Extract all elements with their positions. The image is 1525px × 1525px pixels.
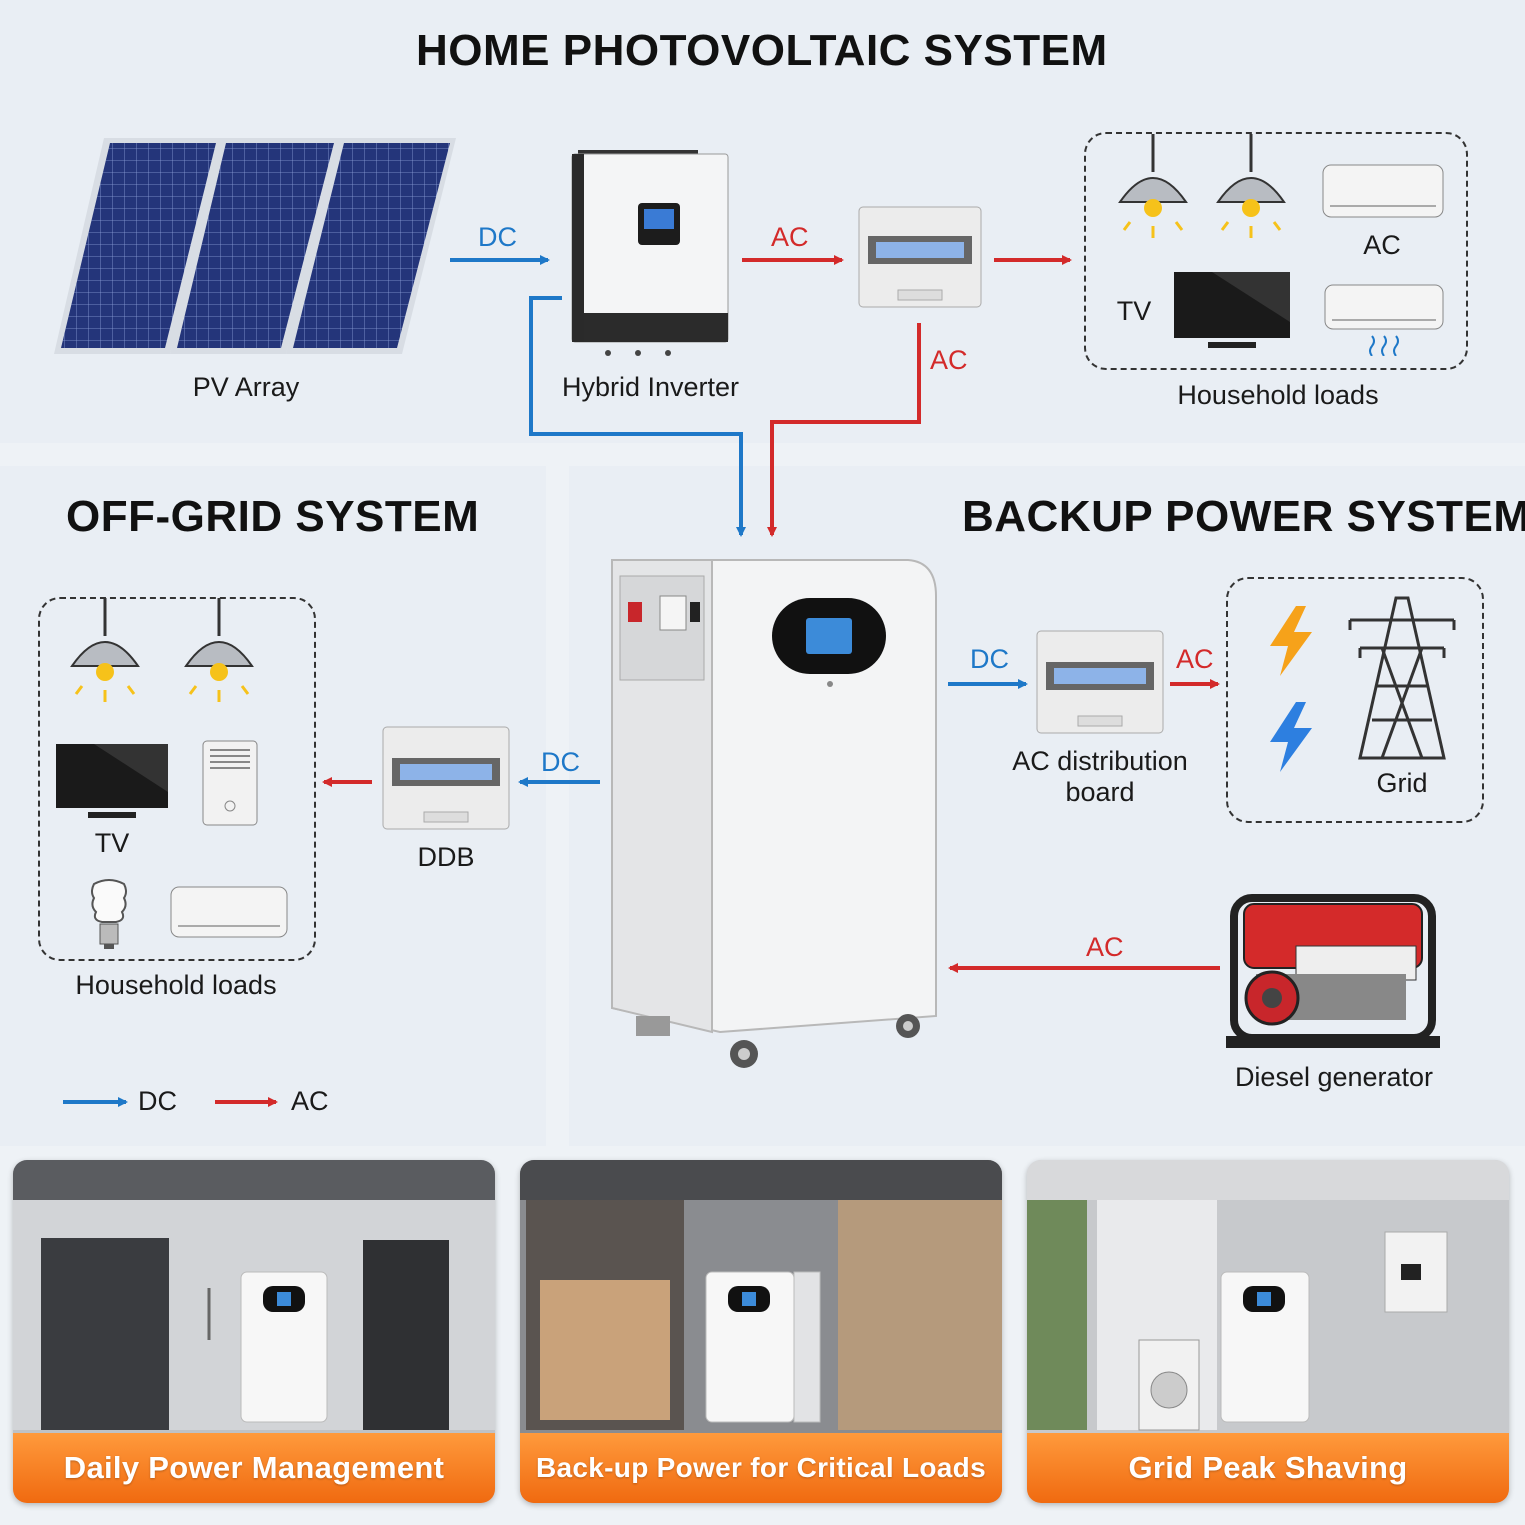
tv-top-label: TV bbox=[1116, 296, 1152, 326]
pv-array-icon bbox=[54, 138, 456, 354]
backup-system-title: BACKUP POWER SYSTEM bbox=[962, 492, 1525, 541]
ceiling-lamp-icon bbox=[184, 598, 254, 702]
diesel-generator-label: Diesel generator bbox=[1234, 1062, 1434, 1092]
tv-icon bbox=[1174, 272, 1290, 348]
solar-panel-icon bbox=[170, 138, 340, 354]
transmission-tower-icon bbox=[1348, 596, 1456, 760]
solar-panel-icon bbox=[54, 138, 222, 354]
ddb-label: DDB bbox=[417, 842, 475, 872]
tv-icon bbox=[56, 744, 168, 818]
ddb-icon bbox=[382, 726, 510, 830]
flow-label-battery-acdb: DC bbox=[970, 644, 1009, 674]
grid-box bbox=[1226, 577, 1484, 823]
flow-label-generator-battery: AC bbox=[1086, 932, 1124, 962]
ceiling-lamp-icon bbox=[1118, 134, 1188, 238]
legend-dc-label: DC bbox=[138, 1086, 177, 1116]
air-conditioner-icon bbox=[170, 886, 288, 938]
ceiling-lamp-icon bbox=[1216, 134, 1286, 238]
lightning-icon bbox=[1270, 702, 1312, 772]
ac-top-label: AC bbox=[1363, 230, 1401, 260]
battery-cabinet-icon bbox=[611, 559, 937, 1068]
diesel-generator-icon bbox=[1226, 894, 1440, 1048]
living-room-illustration bbox=[520, 1160, 1002, 1503]
hybrid-inverter-icon bbox=[571, 150, 729, 356]
pv-array-label: PV Array bbox=[192, 372, 300, 402]
legend-ac-label: AC bbox=[291, 1086, 329, 1116]
air-conditioner-icon bbox=[1322, 164, 1444, 218]
application-card-daily: Daily Power Management bbox=[13, 1160, 495, 1503]
household-loads-top-label: Household loads bbox=[1177, 380, 1379, 410]
flow-label-board-battery: AC bbox=[930, 345, 968, 375]
household-loads-left-box bbox=[38, 597, 316, 961]
light-bulb-icon bbox=[91, 879, 127, 949]
flow-label-acdb-grid: AC bbox=[1176, 644, 1214, 674]
grid-label: Grid bbox=[1376, 768, 1428, 798]
tv-left-label: TV bbox=[94, 828, 130, 858]
air-conditioner-heat-icon bbox=[1324, 284, 1444, 356]
application-card-peak: Grid Peak Shaving bbox=[1027, 1160, 1509, 1503]
hybrid-inverter-label: Hybrid Inverter bbox=[561, 372, 740, 402]
household-loads-top-box bbox=[1084, 132, 1468, 370]
application-label-peak: Grid Peak Shaving bbox=[1027, 1433, 1509, 1503]
household-loads-left-label: Household loads bbox=[75, 970, 277, 1000]
ac-distribution-board-icon bbox=[1036, 630, 1164, 734]
offgrid-system-title: OFF-GRID SYSTEM bbox=[66, 492, 480, 541]
application-card-backup: Back-up Power for Critical Loads bbox=[520, 1160, 1002, 1503]
flow-label-battery-ddb: DC bbox=[541, 747, 580, 777]
home-system-title: HOME PHOTOVOLTAIC SYSTEM bbox=[416, 26, 1108, 75]
lightning-icon bbox=[1270, 606, 1312, 676]
ceiling-lamp-icon bbox=[70, 598, 140, 702]
application-label-daily: Daily Power Management bbox=[13, 1433, 495, 1503]
application-label-backup: Back-up Power for Critical Loads bbox=[520, 1433, 1002, 1503]
distribution-board-icon bbox=[858, 206, 982, 308]
portable-ac-icon bbox=[202, 740, 258, 826]
flow-label-pv-inverter: DC bbox=[478, 222, 517, 252]
flow-label-inverter-board: AC bbox=[771, 222, 809, 252]
ac-distribution-board-label: AC distribution board bbox=[1012, 746, 1188, 807]
solar-panel-icon bbox=[286, 138, 456, 354]
